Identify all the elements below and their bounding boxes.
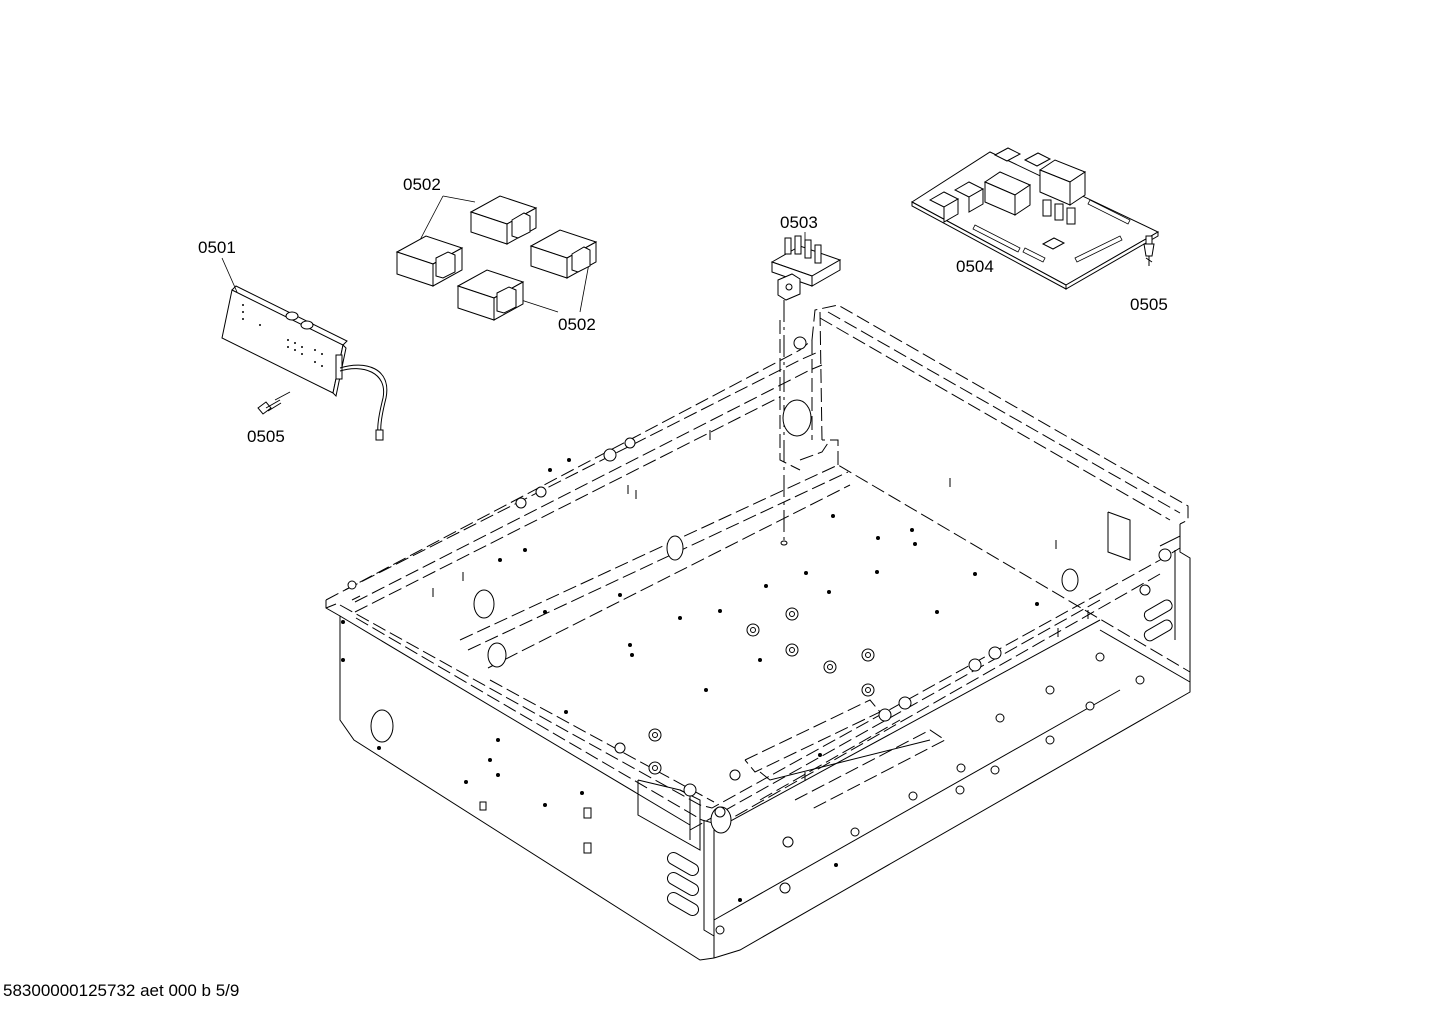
part-0505-screw-left (257, 399, 282, 415)
small-holes (341, 458, 1039, 902)
callout-0501: 0501 (198, 238, 236, 257)
callout-0504: 0504 (956, 257, 994, 276)
housing-chassis (325, 304, 1191, 961)
part-0501-control-board (221, 285, 388, 441)
callout-0502-top: 0502 (403, 175, 441, 194)
slot-marks (432, 430, 1089, 854)
part-0502-relay-boxes (395, 195, 598, 321)
drawing-reference-code: 58300000125732 aet 000 b 5/9 (3, 981, 240, 1000)
callout-0505-left: 0505 (247, 427, 285, 446)
part-0505-screw-right (1143, 235, 1155, 266)
callout-0503: 0503 (780, 213, 818, 232)
part-0504-main-pcb (911, 147, 1160, 290)
callout-0502-bottom: 0502 (558, 315, 596, 334)
floor-studs (347, 336, 1172, 935)
part-0503-terminal-relay (770, 235, 842, 301)
callout-0505-right: 0505 (1130, 295, 1168, 314)
